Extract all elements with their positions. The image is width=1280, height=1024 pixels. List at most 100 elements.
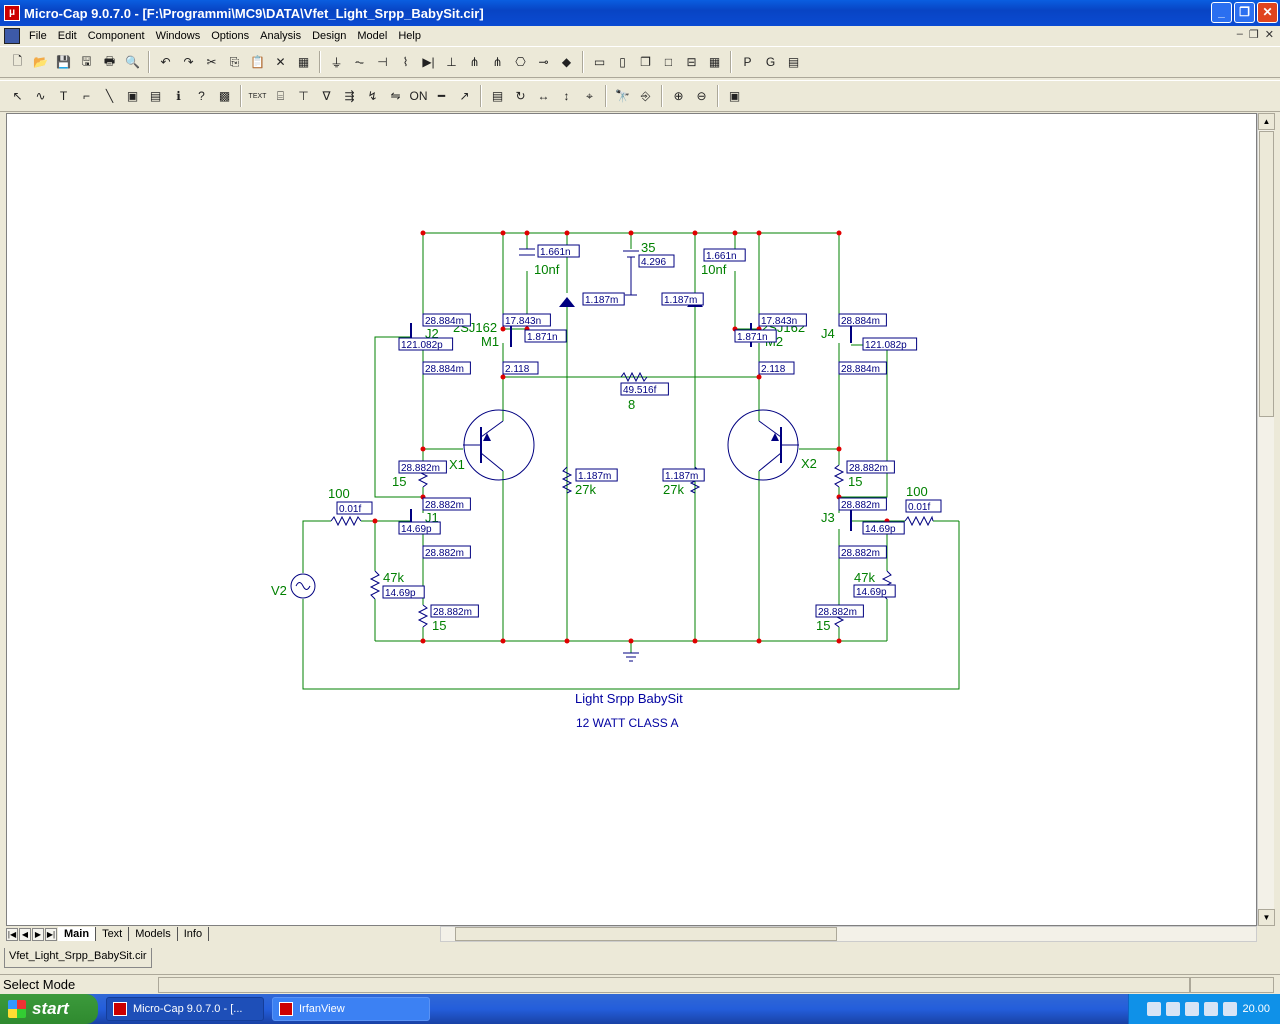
zoom-out-icon[interactable]: ⊖ xyxy=(696,89,707,103)
tray-chevron-icon[interactable] xyxy=(1147,1002,1162,1016)
window-icon[interactable]: □ xyxy=(664,55,673,69)
menu-analysis[interactable]: Analysis xyxy=(260,29,302,42)
menu-help[interactable]: Help xyxy=(398,29,421,42)
tray-safely-remove-icon[interactable] xyxy=(1223,1002,1238,1016)
menu-windows[interactable]: Windows xyxy=(155,29,201,42)
horizontal-scroll-thumb[interactable] xyxy=(455,927,837,941)
mirror-icon[interactable]: ↔ xyxy=(537,89,550,103)
schematic-canvas[interactable]: J2 J4 J1 J3 2SJ162 2SJ162 M1 M2 X1 X2 V2… xyxy=(6,113,1257,926)
ground-icon[interactable]: ⏚ xyxy=(330,55,343,70)
camera-icon[interactable]: ▣ xyxy=(728,89,741,103)
node-numbers-icon[interactable]: ⌸ xyxy=(276,88,285,103)
component-icon[interactable]: ▩ xyxy=(218,89,231,103)
diode-icon[interactable]: ▶| xyxy=(422,55,435,69)
horizontal-scrollbar[interactable] xyxy=(440,926,1257,942)
menu-file[interactable]: File xyxy=(29,29,47,42)
menu-model[interactable]: Model xyxy=(357,29,388,42)
cut-icon[interactable]: ✂ xyxy=(206,55,217,69)
node-icon[interactable]: ◆ xyxy=(561,55,572,69)
restore-button[interactable]: ❐ xyxy=(1234,2,1255,23)
tab-main[interactable]: Main xyxy=(58,927,97,941)
mdi-restore-button[interactable]: ❐ xyxy=(1248,29,1259,41)
tab-models[interactable]: Models xyxy=(129,927,178,941)
pnp-icon[interactable]: ⋔ xyxy=(492,55,503,69)
power-icon[interactable]: ↯ xyxy=(367,89,378,103)
copy-icon[interactable]: ⎘ xyxy=(229,54,240,69)
select-all-icon[interactable]: ▦ xyxy=(297,55,310,69)
pointer-icon[interactable]: ↗ xyxy=(459,89,470,103)
next-tab-icon[interactable]: ▶ xyxy=(32,927,44,941)
component-panel-icon[interactable]: ▤ xyxy=(787,55,800,69)
capacitor-icon[interactable]: ⊣ xyxy=(377,55,388,69)
graphics-icon[interactable]: ▤ xyxy=(149,89,162,103)
cascade-icon[interactable]: ❐ xyxy=(640,55,651,69)
source-icon[interactable]: ⊸ xyxy=(538,55,549,69)
paste-icon[interactable]: 📋 xyxy=(250,55,265,69)
zoom-in-icon[interactable]: ⊕ xyxy=(673,89,684,103)
task-micro-cap[interactable]: Micro-Cap 9.0.7.0 - [... xyxy=(106,997,264,1021)
menu-component[interactable]: Component xyxy=(87,29,145,42)
tray-printer-icon[interactable] xyxy=(1204,1002,1219,1016)
pin-connect-icon[interactable]: ━ xyxy=(437,89,446,103)
prev-tab-icon[interactable]: ◀ xyxy=(19,927,31,941)
delete-icon[interactable]: ✕ xyxy=(275,55,286,69)
calculator-icon[interactable]: ▦ xyxy=(708,55,721,69)
new-icon[interactable]: 🗋 xyxy=(12,53,23,68)
first-tab-icon[interactable]: |◀ xyxy=(6,927,18,941)
find-icon[interactable]: ⌖ xyxy=(586,88,593,103)
voltages-icon[interactable]: ∇ xyxy=(322,89,331,103)
wire-bus-icon[interactable]: ⌐ xyxy=(82,89,90,103)
redo-icon[interactable]: ↷ xyxy=(183,55,194,69)
scroll-up-button[interactable]: ▲ xyxy=(1258,113,1275,130)
step-icon[interactable]: ⎆ xyxy=(640,88,651,103)
save-all-icon[interactable]: 🖫 xyxy=(81,53,92,68)
text-icon[interactable]: T xyxy=(59,89,68,103)
rotate-icon[interactable]: ↻ xyxy=(515,89,526,103)
binoculars-icon[interactable]: 🔭 xyxy=(615,89,630,103)
print-preview-icon[interactable]: 🔍 xyxy=(125,55,140,69)
info-icon[interactable]: ℹ xyxy=(176,89,181,103)
vertical-scroll-thumb[interactable] xyxy=(1259,131,1274,417)
p-button[interactable]: P xyxy=(743,55,752,69)
condition-icon[interactable]: ⇋ xyxy=(390,89,401,103)
open-icon[interactable]: 📂 xyxy=(33,55,48,69)
inductor-icon[interactable]: ⌇ xyxy=(402,55,409,69)
start-button[interactable]: start xyxy=(0,994,98,1024)
switch-icon[interactable]: ⎔ xyxy=(515,55,526,69)
save-icon[interactable]: 💾 xyxy=(56,55,71,69)
print-icon[interactable]: 🖶 xyxy=(103,53,116,68)
last-tab-icon[interactable]: ▶| xyxy=(45,927,57,941)
line-icon[interactable]: ╲ xyxy=(105,89,114,103)
battery-icon[interactable]: ⊥ xyxy=(446,55,457,69)
undo-icon[interactable]: ↶ xyxy=(160,55,171,69)
flag-icon[interactable]: ▣ xyxy=(126,89,139,103)
scroll-down-button[interactable]: ▼ xyxy=(1258,909,1275,926)
show-currents-icon[interactable]: ⇶ xyxy=(344,89,355,103)
pin-icon[interactable]: ⊤ xyxy=(298,89,309,103)
g-button[interactable]: G xyxy=(765,55,776,69)
menu-edit[interactable]: Edit xyxy=(57,29,77,42)
split-icon[interactable]: ⊟ xyxy=(686,55,697,69)
close-button[interactable]: ✕ xyxy=(1257,2,1278,23)
tab-text[interactable]: Text xyxy=(96,927,130,941)
on-icon[interactable]: ON xyxy=(409,89,428,103)
document-menu-icon[interactable] xyxy=(4,27,20,44)
properties-icon[interactable]: ▤ xyxy=(491,89,504,103)
minimize-button[interactable]: _ xyxy=(1211,2,1232,23)
mdi-minimize-button[interactable]: ‒ xyxy=(1236,28,1243,40)
mdi-close-button[interactable]: ✕ xyxy=(1264,29,1274,41)
vertical-scrollbar[interactable]: ▲ ▼ xyxy=(1257,113,1275,926)
tile-horizontal-icon[interactable]: ▭ xyxy=(593,55,606,69)
menu-options[interactable]: Options xyxy=(211,29,250,42)
resistor-icon[interactable]: ⏦ xyxy=(354,54,365,69)
tray-network-icon[interactable] xyxy=(1166,1002,1181,1016)
doc-tab-file[interactable]: Vfet_Light_Srpp_BabySit.cir xyxy=(4,948,152,968)
npn-icon[interactable]: ⋔ xyxy=(469,55,480,69)
wire-icon[interactable]: ∿ xyxy=(35,89,46,103)
help-icon[interactable]: ? xyxy=(198,89,205,103)
text-button[interactable]: TEXT xyxy=(248,92,267,100)
menu-design[interactable]: Design xyxy=(312,29,347,42)
tab-info[interactable]: Info xyxy=(178,927,210,941)
flip-icon[interactable]: ↕ xyxy=(563,89,570,103)
select-icon[interactable]: ↖ xyxy=(12,89,23,103)
